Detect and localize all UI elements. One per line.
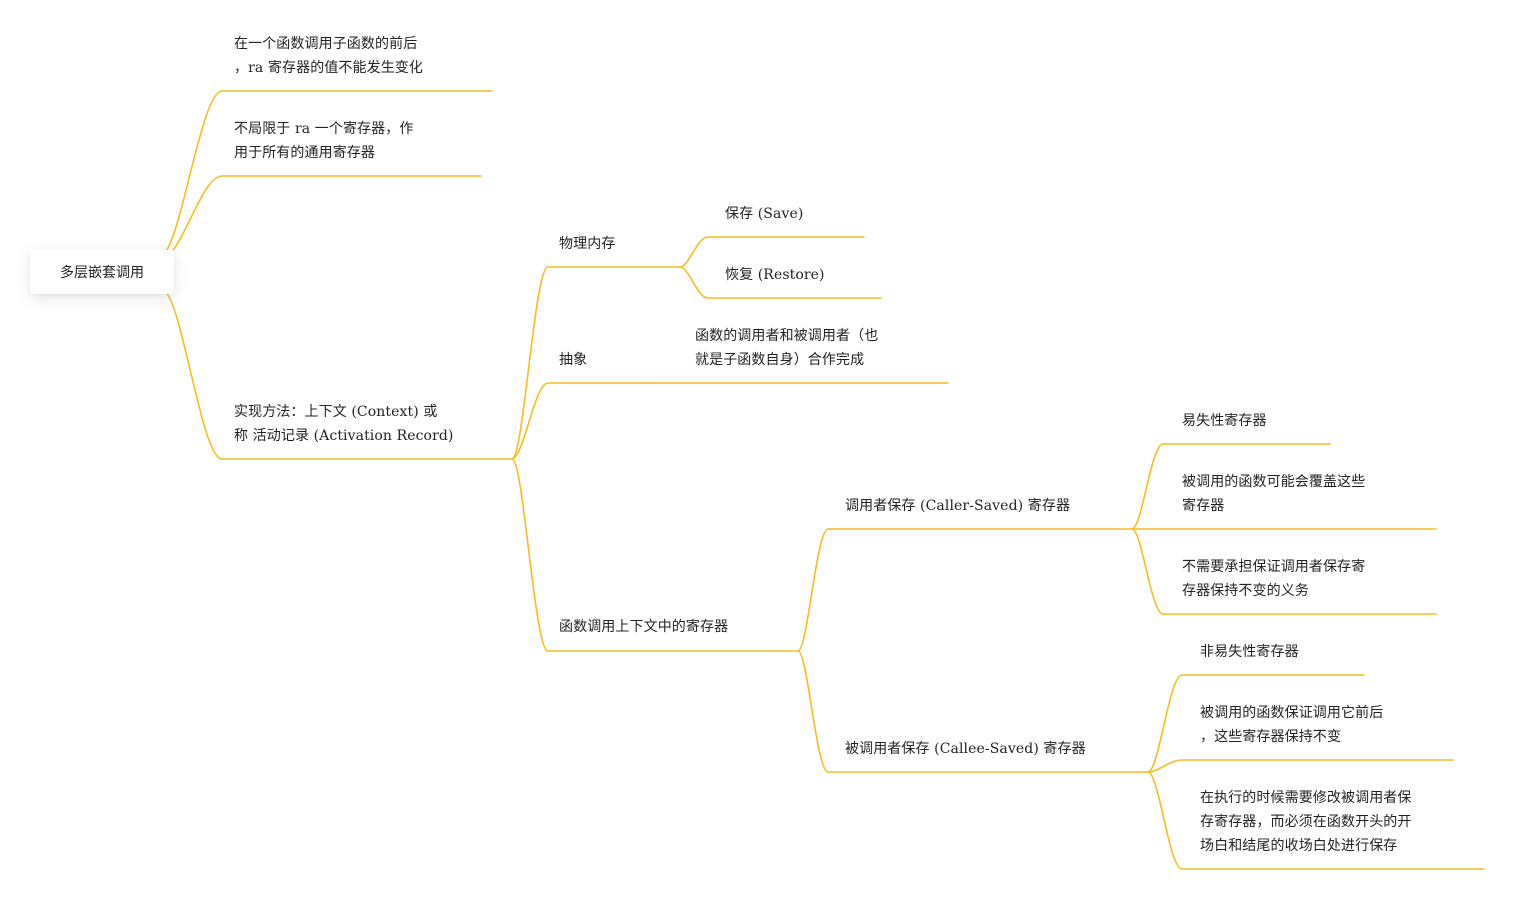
- node-no-obligation[interactable]: 不需要承担保证调用者保存寄 存器保持不变的义务: [1182, 559, 1366, 599]
- node-prologue-epilogue[interactable]: 在执行的时候需要修改被调用者保 存寄存器，而必须在函数开头的开 场白和结尾的收场…: [1200, 790, 1412, 854]
- root-node[interactable]: 多层嵌套调用: [30, 250, 174, 294]
- edge-root-n2: [161, 175, 482, 259]
- node-guarantee-unchanged[interactable]: 被调用的函数保证调用它前后 ，这些寄存器保持不变: [1200, 705, 1384, 745]
- node-physical-memory[interactable]: 物理内存: [559, 236, 616, 252]
- node-restore[interactable]: 恢复 (Restore): [725, 267, 825, 283]
- node-abstraction[interactable]: 抽象: [559, 352, 588, 368]
- node-registers-in-context[interactable]: 函数调用上下文中的寄存器: [559, 619, 729, 635]
- node-callee-saved[interactable]: 被调用者保存 (Callee-Saved) 寄存器: [845, 741, 1086, 757]
- edge-n3-n3c: [511, 458, 799, 652]
- root-label: 多层嵌套调用: [60, 265, 144, 281]
- node-volatile-registers[interactable]: 易失性寄存器: [1182, 413, 1267, 429]
- edge-callee-nonvolatile: [1147, 674, 1365, 773]
- edge-n3c-callee: [797, 650, 1149, 773]
- node-caller-saved[interactable]: 调用者保存 (Caller-Saved) 寄存器: [845, 498, 1071, 514]
- edge-n3a-save: [679, 236, 865, 268]
- edge-caller-obligation: [1131, 528, 1437, 615]
- edge-n3c-caller: [797, 528, 1133, 652]
- edge-root-n3: [161, 289, 513, 460]
- edge-root-n1: [159, 90, 493, 257]
- node-may-overwrite[interactable]: 被调用的函数可能会覆盖这些 寄存器: [1182, 474, 1366, 514]
- node-save[interactable]: 保存 (Save): [725, 206, 804, 222]
- node-ra-unchanged[interactable]: 在一个函数调用子函数的前后 ，ra 寄存器的值不能发生变化: [234, 36, 423, 76]
- edge-n3a-restore: [679, 266, 882, 299]
- node-nonvolatile-registers[interactable]: 非易失性寄存器: [1200, 644, 1299, 660]
- node-caller-callee-cooperate[interactable]: 函数的调用者和被调用者（也 就是子函数自身）合作完成: [695, 328, 879, 368]
- node-all-general-registers[interactable]: 不局限于 ra 一个寄存器，作 用于所有的通用寄存器: [234, 121, 414, 161]
- edge-n3-n3b: [511, 382, 649, 460]
- edge-callee-guarantee: [1147, 759, 1454, 773]
- edge-callee-prologue: [1147, 771, 1485, 870]
- edge-n3-n3a: [511, 266, 681, 460]
- edge-caller-volatile: [1131, 443, 1331, 530]
- node-context-method[interactable]: 实现方法：上下文 (Context) 或 称 活动记录 (Activation …: [234, 404, 454, 444]
